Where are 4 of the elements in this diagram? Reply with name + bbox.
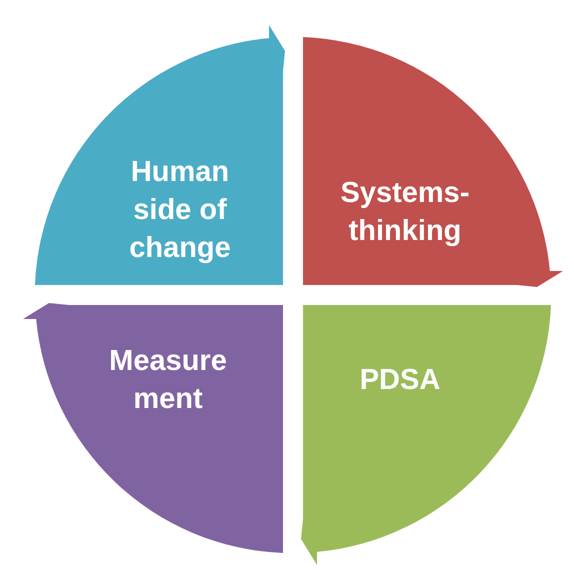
segment-label: Human side of change	[128, 155, 232, 266]
segment-label: Measure ment	[108, 344, 228, 417]
segment-label: Systems- thinking	[340, 176, 470, 249]
segment-label: PDSA	[358, 363, 442, 398]
